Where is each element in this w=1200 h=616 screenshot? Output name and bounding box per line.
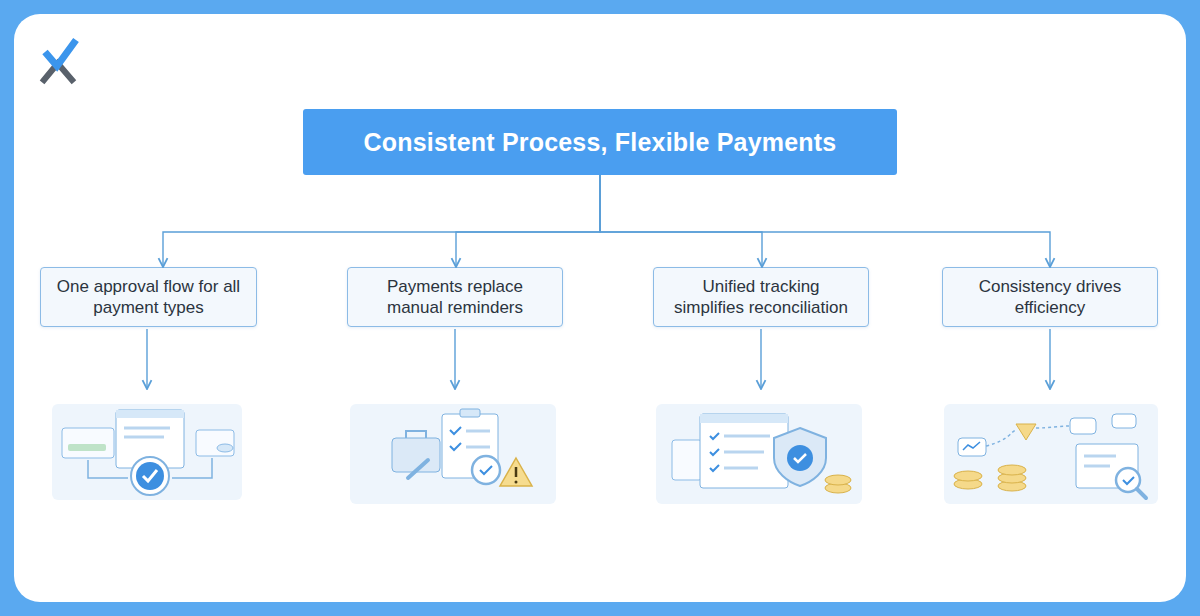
text-line [724, 467, 758, 470]
warning-mark [515, 467, 518, 477]
connector-arrow [456, 175, 600, 267]
check-badge [1016, 424, 1036, 440]
box-text: Consistency drives efficiency [958, 276, 1143, 318]
shield-icon [774, 428, 826, 486]
check-mark [794, 454, 806, 462]
down-arrows [147, 329, 1050, 389]
connector-arrow [600, 175, 762, 267]
text-line [1084, 455, 1116, 458]
connector-arrow [163, 175, 600, 267]
trend-line [963, 442, 980, 450]
down-arrow [454, 329, 455, 389]
process-box: Unified tracking simplifies reconciliati… [653, 267, 869, 327]
title-text: Consistent Process, Flexible Payments [364, 128, 837, 157]
box-text: Unified tracking simplifies reconciliati… [669, 276, 854, 318]
card-bar [68, 444, 106, 451]
chat-bubble [958, 438, 986, 456]
magnifier-icon [472, 456, 500, 484]
check-circle [136, 462, 164, 490]
card-icon [62, 428, 114, 458]
hammer-icon [408, 460, 428, 478]
logo [44, 40, 76, 80]
text-line [124, 427, 170, 430]
process-box: Consistency drives efficiency [942, 267, 1158, 327]
check-mark [710, 433, 719, 471]
briefcase-handle [406, 431, 426, 438]
card-icon [196, 430, 234, 456]
process-box: One approval flow for all payment types [40, 267, 257, 327]
check-ring [131, 457, 169, 495]
chat-bubble [1112, 414, 1136, 428]
window-bar [116, 410, 184, 418]
check-mark [480, 466, 492, 474]
flow-line [986, 426, 1070, 446]
check-mark [1123, 477, 1134, 484]
tracking-illustration [656, 404, 862, 504]
warning-icon [500, 458, 532, 486]
clipboard-icon [442, 414, 498, 478]
down-arrow [760, 329, 761, 389]
coin-icon [954, 471, 982, 481]
title-box: Consistent Process, Flexible Payments [303, 109, 897, 175]
process-box: Payments replace manual reminders [347, 267, 563, 327]
efficiency-illustration [944, 404, 1158, 504]
monitor-icon [1076, 444, 1138, 488]
card-icon [672, 440, 702, 480]
coin-icon [998, 465, 1026, 475]
down-arrow [146, 329, 147, 389]
connector-arrow [600, 175, 1050, 267]
briefcase-icon [392, 438, 440, 472]
text-line [724, 451, 764, 454]
logo-check [45, 40, 76, 66]
coin-icon [825, 475, 851, 485]
down-arrow [1049, 329, 1050, 389]
chat-bubble [1070, 418, 1096, 434]
text-line [466, 430, 490, 433]
text-line [124, 436, 164, 439]
text-line [466, 446, 490, 449]
soft-bg [350, 404, 556, 504]
magnifier-handle [1137, 489, 1146, 498]
reminder-illustration [350, 404, 556, 504]
approval-illustration [52, 404, 242, 500]
check-mark [450, 427, 461, 450]
box-text: Payments replace manual reminders [363, 276, 548, 318]
clipboard-clip [460, 409, 480, 417]
coin-icon [217, 444, 233, 452]
box-text: One approval flow for all payment types [56, 276, 241, 318]
text-line [724, 435, 770, 438]
check-circle [787, 445, 813, 471]
soft-bg [656, 404, 862, 504]
soft-bg [944, 404, 1158, 504]
window-bar [700, 414, 788, 423]
text-line [1084, 465, 1110, 468]
soft-bg [52, 404, 242, 500]
warning-dot [515, 481, 518, 484]
check-mark [143, 470, 157, 481]
